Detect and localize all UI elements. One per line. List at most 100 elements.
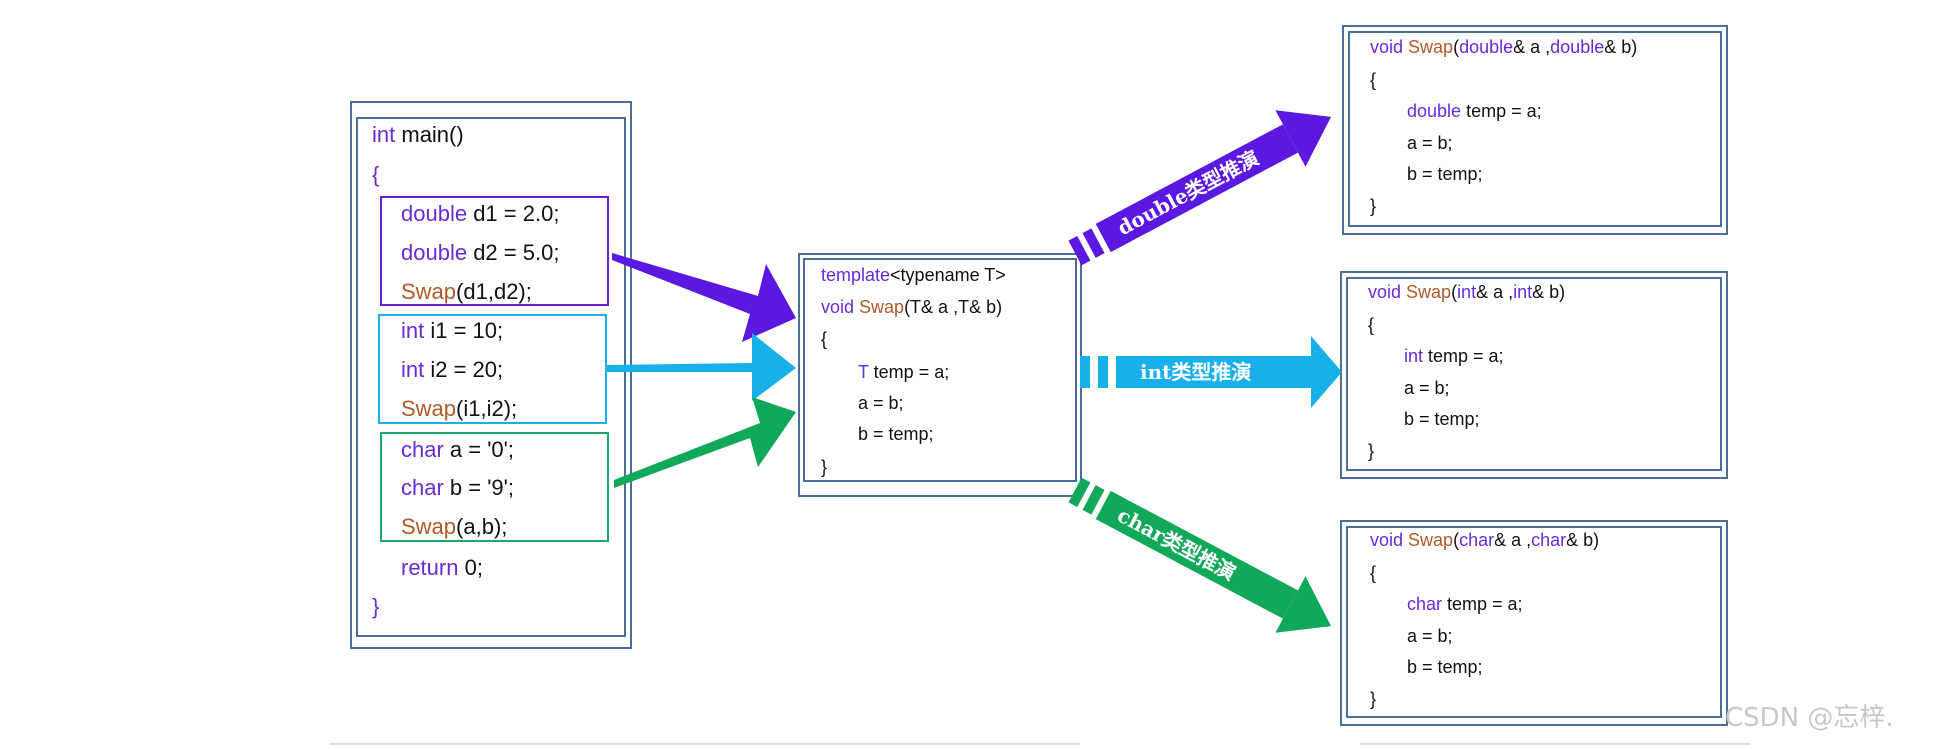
function-name: Swap: [1403, 37, 1454, 57]
call-args: (a,b);: [456, 514, 508, 539]
char-deduction-label: char类型推演: [1114, 503, 1240, 585]
call-args: (i1,i2);: [456, 396, 518, 421]
main-line-7: int i2 = 20;: [401, 357, 503, 383]
char-swap-panel: [1340, 520, 1728, 726]
int-l2: a = b;: [1404, 378, 1450, 398]
int-l3: b = temp;: [1404, 409, 1480, 429]
char-call-group: [380, 432, 609, 542]
template-line-2: void Swap(T& a ,T& b): [821, 297, 1002, 318]
keyword-void: void: [1368, 282, 1402, 302]
decl-d2: d2 = 5.0;: [467, 240, 560, 265]
param-a: & a ,: [1494, 530, 1532, 550]
main-line-11: Swap(a,b);: [401, 514, 507, 540]
char-deduction-arrow: char类型推演: [1068, 477, 1332, 633]
temp-decl: temp = a;: [1442, 594, 1523, 614]
keyword-char: char: [401, 437, 444, 462]
main-line-10: char b = '9';: [401, 475, 514, 501]
char-l3: b = temp;: [1407, 657, 1483, 677]
template-line-4: T temp = a;: [858, 362, 949, 383]
template-function-panel: [798, 253, 1082, 497]
int-swap-panel: [1340, 271, 1728, 479]
keyword-int: int: [372, 122, 396, 147]
int-decl: int temp = a;: [1404, 346, 1504, 367]
main-line-1: int main(): [372, 122, 464, 148]
main-line-13: }: [372, 594, 379, 620]
function-name: Swap: [1403, 530, 1454, 550]
char-open: {: [1370, 563, 1377, 583]
keyword-return: return: [401, 555, 459, 580]
int-close: }: [1368, 441, 1375, 461]
double-swap-inner-frame: [1348, 31, 1722, 227]
function-name: Swap: [854, 297, 905, 317]
call-args: (d1,d2);: [456, 279, 532, 304]
int-sig: void Swap(int& a ,int& b): [1368, 282, 1565, 303]
double-deduction-label: double类型推演: [1114, 146, 1263, 241]
double-sig: void Swap(double& a ,double& b): [1370, 37, 1637, 58]
double-deduction-arrow: double类型推演: [1068, 110, 1332, 266]
double-close: }: [1370, 196, 1377, 216]
char-close: }: [1370, 689, 1377, 709]
char-sig: void Swap(char& a ,char& b): [1370, 530, 1599, 551]
keyword-void: void: [821, 297, 855, 317]
char-swap-inner-frame: [1346, 526, 1722, 718]
csdn-watermark: CSDN @忘梓.: [1725, 703, 1894, 733]
type-char: char: [1459, 530, 1495, 550]
type-int: int: [1513, 282, 1533, 302]
open-brace: {: [372, 162, 380, 187]
type-char: char: [1531, 530, 1567, 550]
keyword-T: T: [858, 362, 869, 382]
paren: (: [1453, 37, 1460, 57]
char-decl: char temp = a;: [1407, 594, 1523, 615]
param-b: & b): [1532, 282, 1566, 302]
keyword-void: void: [1370, 37, 1404, 57]
template-line-3: {: [821, 329, 828, 349]
char-l2: a = b;: [1407, 626, 1453, 646]
int-call-arrow: [606, 333, 796, 401]
keyword-double: double: [401, 240, 468, 265]
type-char: char: [1407, 594, 1443, 614]
param-b: & b): [1604, 37, 1638, 57]
double-call-arrow: [612, 253, 796, 342]
type-int: int: [1404, 346, 1424, 366]
type-int: int: [1457, 282, 1477, 302]
paren: (: [1453, 530, 1460, 550]
type-double: double: [1459, 37, 1514, 57]
param-a: & a ,: [1476, 282, 1514, 302]
temp-decl: temp = a;: [1461, 101, 1542, 121]
template-line-6: b = temp;: [858, 424, 934, 444]
main-line-6: int i1 = 10;: [401, 318, 503, 344]
decl-i1: i1 = 10;: [424, 318, 504, 343]
main-line-8: Swap(i1,i2);: [401, 396, 517, 422]
template-line-7: }: [821, 457, 828, 477]
param-a: & a ,: [1513, 37, 1551, 57]
char-call-arrow: [614, 397, 796, 488]
keyword-int: int: [401, 318, 425, 343]
template-function-inner-frame: [803, 258, 1077, 482]
double-swap-panel: [1342, 25, 1728, 235]
decl-d1: d1 = 2.0;: [467, 201, 560, 226]
type-double: double: [1407, 101, 1462, 121]
int-deduction-arrow: int类型推演: [1080, 336, 1342, 408]
keyword-template: template: [821, 265, 891, 285]
double-call-group: [380, 196, 609, 306]
int-deduction-label: int类型推演: [1140, 360, 1251, 384]
main-line-4: double d2 = 5.0;: [401, 240, 559, 266]
template-params: <typename T>: [890, 265, 1006, 285]
main-line-9: char a = '0';: [401, 437, 514, 463]
return-value: 0;: [458, 555, 483, 580]
main-signature: main(): [395, 122, 464, 147]
template-line-1: template<typename T>: [821, 265, 1006, 286]
double-open: {: [1370, 70, 1377, 90]
keyword-int: int: [401, 357, 425, 382]
keyword-char: char: [401, 475, 444, 500]
decl-i2: i2 = 20;: [424, 357, 504, 382]
temp-decl: temp = a;: [868, 362, 950, 382]
decl-a: a = '0';: [443, 437, 514, 462]
main-line-3: double d1 = 2.0;: [401, 201, 559, 227]
int-swap-inner-frame: [1346, 277, 1722, 471]
keyword-double: double: [401, 201, 468, 226]
param-b: & b): [1566, 530, 1600, 550]
temp-decl: temp = a;: [1423, 346, 1504, 366]
keyword-void: void: [1370, 530, 1404, 550]
